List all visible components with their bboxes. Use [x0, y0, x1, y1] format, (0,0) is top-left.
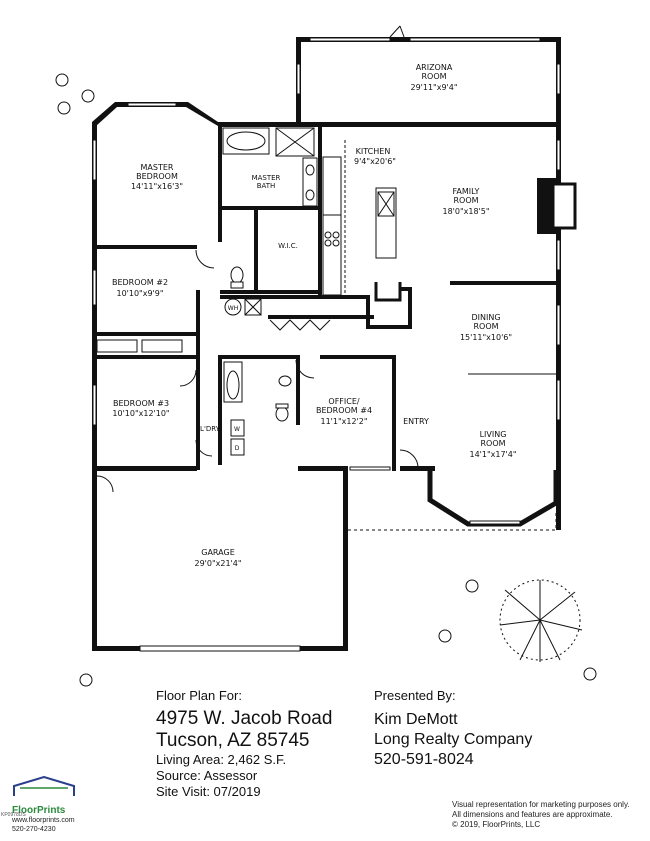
address-line1: 4975 W. Jacob Road	[156, 708, 333, 729]
company-name: Long Realty Company	[374, 731, 533, 748]
dim-garage: 29'0"x21'4"	[194, 559, 241, 568]
living-area: Living Area: 2,462 S.F.	[156, 752, 287, 767]
house-logo-icon	[13, 775, 75, 796]
property-info: Floor Plan For: 4975 W. Jacob Road Tucso…	[156, 688, 332, 800]
logo-website: www.floorprints.com	[12, 817, 75, 824]
label-wic: W.I.C.	[278, 242, 298, 250]
label-dryer: D	[235, 445, 240, 452]
label-garage: GARAGE	[201, 548, 235, 557]
dim-office: 11'1"x12'2"	[320, 417, 367, 426]
logo-name: FloorPrints	[12, 805, 66, 816]
label-kitchen: KITCHEN	[356, 147, 391, 156]
presented-by-label: Presented By:	[374, 688, 456, 703]
tree-icon	[499, 579, 583, 662]
disclaimer-line2: All dimensions and features are approxim…	[452, 810, 613, 819]
address-line2: Tucson, AZ 85745	[156, 730, 310, 751]
label-entry: ENTRY	[403, 417, 429, 426]
presenter-info: Presented By: Kim DeMott Long Realty Com…	[374, 688, 532, 770]
vertical-code: KP0978DS	[1, 812, 26, 818]
dim-dining-room: 15'11"x10'6"	[460, 333, 512, 342]
label-washer: W	[234, 426, 240, 433]
dim-family-room: 18'0"x18'5"	[442, 207, 489, 216]
garage-walls	[92, 466, 348, 652]
agent-name: Kim DeMott	[374, 711, 458, 728]
dim-bedroom-3: 10'10"x12'10"	[112, 409, 169, 418]
disclaimer-line3: © 2019, FloorPrints, LLC	[452, 820, 541, 829]
fixtures	[179, 127, 419, 469]
label-office: OFFICE/BEDROOM #4	[316, 397, 372, 415]
dim-kitchen: 9'4"x20'6"	[354, 157, 396, 166]
windows	[92, 102, 561, 525]
source: Source: Assessor	[156, 768, 258, 783]
label-bedroom-2: BEDROOM #2	[112, 278, 168, 287]
disclaimer: Visual representation for marketing purp…	[452, 800, 630, 830]
disclaimer-line1: Visual representation for marketing purp…	[452, 800, 630, 809]
floor-plan-for-label: Floor Plan For:	[156, 688, 242, 703]
logo-phone: 520-270-4230	[12, 826, 56, 833]
dim-master-bedroom: 14'11"x16'3"	[131, 182, 183, 191]
landscape-shrubs	[55, 73, 597, 687]
dim-living-room: 14'1"x17'4"	[469, 450, 516, 459]
floorprints-logo: FloorPrints www.floorprints.com 520-270-…	[12, 775, 92, 834]
label-bedroom-3: BEDROOM #3	[113, 399, 169, 408]
arizona-room-walls	[296, 25, 561, 122]
label-water-heater: WH	[228, 305, 238, 312]
agent-phone: 520-591-8024	[374, 751, 474, 768]
dim-arizona-room: 29'11"x9'4"	[410, 83, 457, 92]
label-laundry: L'DRY	[200, 425, 221, 433]
site-visit: Site Visit: 07/2019	[156, 784, 261, 799]
dim-bedroom-2: 10'10"x9'9"	[116, 289, 163, 298]
